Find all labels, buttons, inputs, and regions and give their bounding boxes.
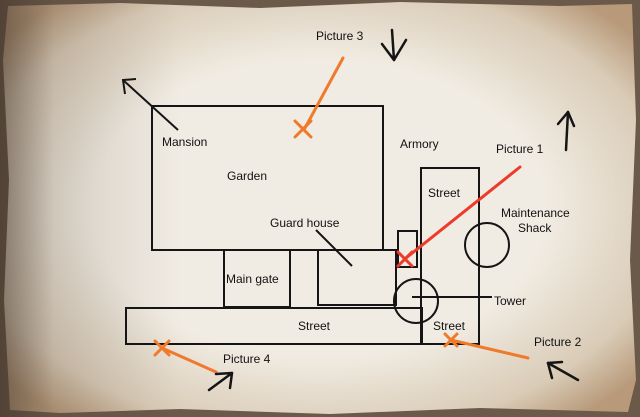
shadow-overlay — [0, 0, 180, 417]
picture1-line — [404, 165, 522, 260]
picture3-x-marker-icon — [293, 119, 313, 139]
picture4-label: Picture 4 — [223, 352, 271, 366]
mansion-pointer-head — [121, 78, 137, 95]
buildings — [121, 78, 510, 345]
mansion-pointer — [122, 79, 179, 131]
picture2-line — [449, 338, 530, 360]
picture3-line — [303, 56, 345, 130]
arrow-icon — [546, 360, 580, 382]
main-gate-label: Main gate — [226, 272, 279, 286]
maintenance-label-line2: Shack — [518, 221, 552, 235]
maintenance-label-line1: Maintenance — [501, 206, 570, 220]
tower-label: Tower — [494, 294, 526, 308]
arrows — [207, 28, 580, 392]
picture1-marker — [396, 165, 522, 268]
picture2-x-marker-icon — [443, 332, 459, 348]
picture1-x-marker-icon — [396, 250, 414, 268]
street-right-label: Street — [428, 186, 461, 200]
photo-markers — [153, 56, 530, 374]
tower-building — [393, 278, 439, 324]
picture4-x-marker-icon — [153, 339, 171, 357]
mansion-label: Mansion — [162, 135, 207, 149]
maintenance-shack-building — [464, 222, 510, 268]
picture1-label: Picture 1 — [496, 142, 544, 156]
picture4-line — [160, 346, 218, 374]
street-bottom-block — [125, 307, 423, 345]
picture3-label: Picture 3 — [316, 29, 364, 43]
guard-house-label: Guard house — [270, 216, 340, 230]
arrow-icon — [556, 110, 576, 152]
arrow-icon — [207, 371, 234, 392]
arrow-icon — [380, 28, 408, 62]
street-bottom-right-label: Street — [433, 319, 466, 333]
street-bottom-label: Street — [298, 319, 331, 333]
guard-house-pointer — [315, 229, 353, 267]
street-right-block — [420, 167, 480, 345]
garden-label: Garden — [227, 169, 267, 183]
guard-house-building — [317, 249, 397, 306]
picture2-label: Picture 2 — [534, 335, 582, 349]
armory-label: Armory — [400, 137, 439, 151]
